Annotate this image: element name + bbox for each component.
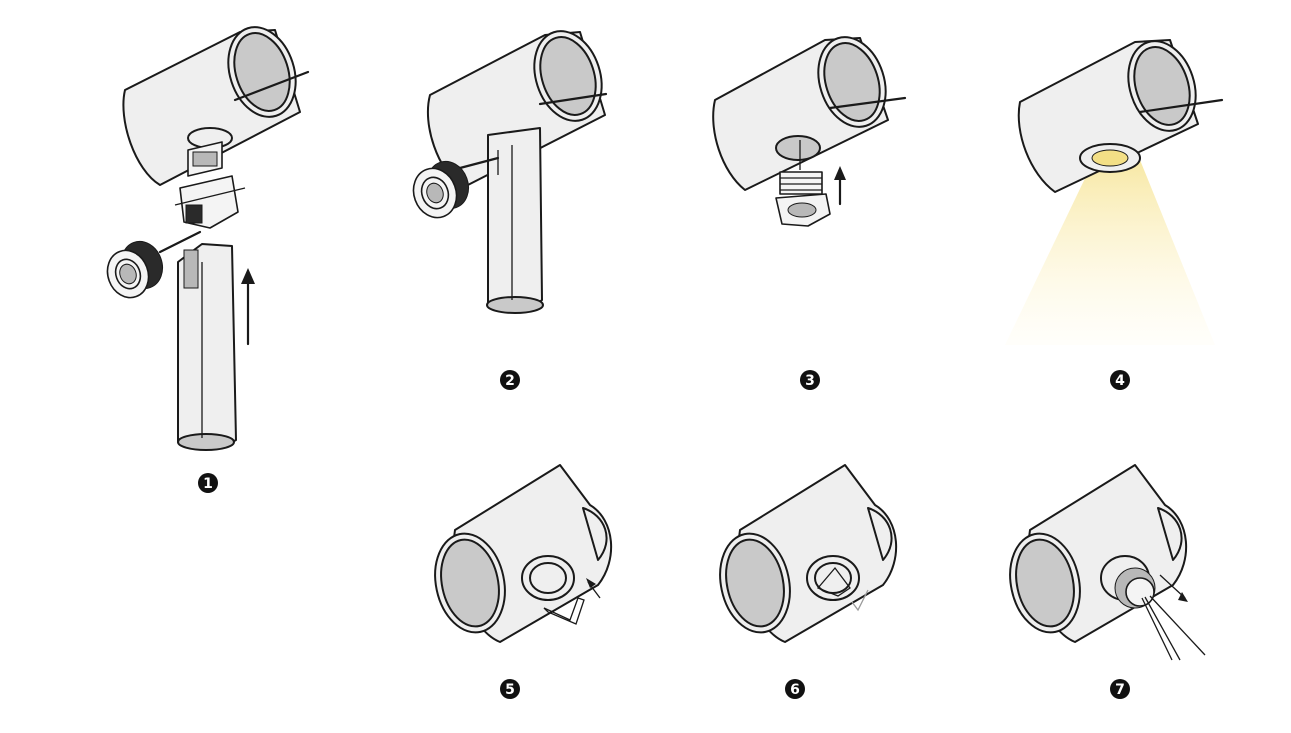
tube-opening <box>1133 46 1191 126</box>
svg-text:4: 4 <box>1115 373 1125 389</box>
allen-key-icon <box>816 566 851 597</box>
light-module <box>775 171 831 227</box>
svg-text:3: 3 <box>805 373 815 389</box>
step-badge-2: 2 <box>500 370 520 390</box>
light-module <box>106 240 164 299</box>
pliers-icon <box>1141 595 1206 661</box>
step-5-illustration <box>434 464 613 643</box>
svg-text:6: 6 <box>790 682 800 698</box>
step-2-illustration <box>412 30 608 314</box>
light-module <box>412 160 470 219</box>
step-badge-5: 5 <box>500 679 520 699</box>
step-6-illustration <box>719 464 898 643</box>
step-badge-1: 1 <box>198 473 218 493</box>
tube-opening <box>725 538 785 628</box>
light-module <box>1114 567 1156 609</box>
lit-lens <box>1091 149 1129 167</box>
light-beam <box>1005 160 1215 345</box>
step-4-illustration <box>1005 39 1224 345</box>
step-7-illustration <box>1009 464 1206 661</box>
step-badge-4: 4 <box>1110 370 1130 390</box>
allen-key-icon <box>543 597 585 625</box>
tube-opening <box>233 32 291 112</box>
checkmark-icon <box>851 589 869 612</box>
svg-text:7: 7 <box>1115 682 1125 698</box>
post-tube <box>487 127 543 311</box>
step-badge-7: 7 <box>1110 679 1130 699</box>
svg-text:5: 5 <box>505 682 515 698</box>
svg-text:1: 1 <box>203 476 213 492</box>
step-badge-3: 3 <box>800 370 820 390</box>
tube-opening <box>440 538 500 628</box>
step-3-illustration <box>712 36 907 227</box>
step-1-illustration <box>106 26 310 451</box>
arrow-up-icon <box>834 166 846 206</box>
tube-opening <box>1015 538 1075 628</box>
arrow-up-icon <box>241 268 255 346</box>
tube-opening <box>823 42 881 122</box>
svg-text:2: 2 <box>505 373 515 389</box>
tube-opening <box>539 36 597 116</box>
step-badge-6: 6 <box>785 679 805 699</box>
